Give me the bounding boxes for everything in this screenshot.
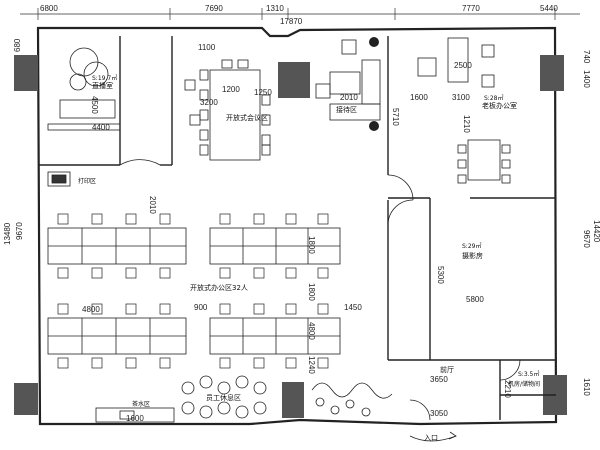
dim-5710: 5710 (391, 108, 400, 126)
dim-1450: 1450 (344, 303, 362, 312)
room-meeting-label: 开放式会议区 (226, 113, 268, 122)
dim-900: 900 (194, 303, 208, 312)
dim-right-5: 1610 (582, 378, 591, 396)
dim-left-3: 13480 (3, 222, 12, 245)
open-office-desks (47, 227, 341, 355)
dim-1250: 1250 (254, 88, 272, 97)
dim-1600-counter: 1600 (126, 414, 144, 423)
office-chairs (57, 213, 329, 369)
dim-5300: 5300 (436, 266, 445, 284)
room-print-label: 打印区 (78, 177, 96, 185)
dim-top-5: 5440 (540, 4, 558, 13)
dim-left-1: 680 (13, 38, 22, 52)
room-open-office-label: 开放式办公区32人 (190, 283, 248, 292)
dim-right-4: 9670 (582, 230, 591, 248)
dim-1240: 1240 (307, 356, 316, 374)
room-studio-area: S:29㎡ (462, 242, 481, 250)
room-storage-label: 机房/储物间 (508, 380, 540, 388)
dim-top-4: 7770 (462, 4, 480, 13)
entrance-label: 入口 (424, 434, 438, 442)
dim-top-3: 1310 (266, 4, 284, 13)
room-lobby-label: 前厅 (440, 365, 454, 374)
meeting-area (184, 59, 271, 161)
outer-walls (36, 26, 558, 426)
live-room-furniture (47, 47, 121, 131)
room-live-area: S:19.7㎡ (92, 74, 117, 82)
plant-icons (369, 37, 379, 131)
dim-1800-lower: 1800 (307, 283, 316, 301)
door-swings (119, 159, 521, 421)
dim-2010-reception: 2010 (340, 93, 358, 102)
dim-3650: 3650 (430, 375, 448, 384)
reception-furniture (315, 39, 381, 121)
dim-1210: 1210 (462, 115, 471, 133)
dim-top-2: 7690 (205, 4, 223, 13)
dim-top-1: 6800 (40, 4, 58, 13)
room-water-label: 茶水区 (132, 400, 150, 408)
dim-2010-left: 2010 (148, 196, 157, 214)
dim-1100: 1100 (198, 43, 216, 52)
dim-1800-upper: 1800 (307, 236, 316, 254)
entrance-arrow-icon (409, 431, 457, 442)
planters (311, 382, 393, 417)
printer (47, 171, 71, 187)
dim-5800: 5800 (466, 295, 484, 304)
top-dimension-chain (20, 8, 580, 20)
room-studio-label: 摄影房 (462, 251, 483, 260)
rest-area-furniture (181, 375, 267, 419)
dim-left-4: 9670 (15, 222, 24, 240)
dim-top-total: 17870 (280, 17, 303, 26)
dim-1200: 1200 (222, 85, 240, 94)
room-rest-label: 员工休息区 (206, 393, 241, 402)
dim-right-2: 1400 (582, 70, 591, 88)
room-storage-area: S:3.5㎡ (518, 370, 539, 378)
dim-3200: 3200 (200, 98, 218, 107)
room-boss-area: S:28㎡ (484, 94, 503, 102)
dim-right-3: 14420 (592, 220, 600, 243)
boss-office-furniture (417, 37, 511, 184)
dim-4800-right: 4800 (307, 322, 316, 340)
dim-3100: 3100 (452, 93, 470, 102)
interior-walls (38, 36, 556, 420)
room-reception-label: 接待区 (336, 105, 357, 114)
dim-2500: 2500 (454, 61, 472, 70)
dim-1600: 1600 (410, 93, 428, 102)
structural-columns (14, 55, 567, 418)
dim-right-1: 740 (582, 50, 591, 64)
room-boss-label: 老板办公室 (482, 101, 517, 110)
room-live-label: 直播室 (92, 81, 113, 90)
dim-4500: 4500 (90, 96, 99, 114)
dim-4400: 4400 (92, 123, 110, 132)
dim-2210: 2210 (503, 380, 512, 398)
tea-counter (95, 407, 175, 423)
dim-4800-left: 4800 (82, 305, 100, 314)
dim-3050: 3050 (430, 409, 448, 418)
